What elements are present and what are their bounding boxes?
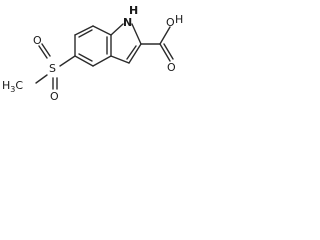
bond [92, 25, 112, 36]
methylsulfonyl-group [35, 43, 76, 90]
nitrogen-label: N [123, 16, 132, 29]
bond [74, 55, 94, 67]
bond [110, 55, 130, 64]
double-bond [163, 43, 174, 60]
sulfur-label: S [49, 62, 56, 75]
carboxyl-hydrogen-label: H [175, 13, 183, 26]
carbonyl-oxygen-label: O [167, 61, 176, 74]
sulfonyl-oxygen-left-label: O [33, 34, 42, 47]
sulfonyl-oxygen-bottom-label: O [50, 90, 59, 103]
bond [35, 74, 48, 84]
bond [159, 43, 171, 62]
double-bond [41, 43, 51, 57]
bond [159, 26, 171, 45]
double-bond-inner [126, 45, 137, 60]
bond [92, 55, 112, 67]
bond [110, 23, 124, 36]
double-bond-inner [78, 53, 93, 62]
methyl-label: H3C [2, 79, 23, 94]
methyl-hydrogen-label: H [2, 79, 10, 92]
bond [59, 55, 76, 67]
benzene-ring [74, 25, 112, 67]
carboxylic-acid-group [140, 26, 174, 62]
chemical-structure-diagram: N H O H O S O O H3C [2, 4, 183, 103]
nitrogen-hydrogen-label: H [129, 4, 138, 17]
pyrrole-ring [110, 23, 142, 64]
bond [38, 45, 48, 59]
bond [131, 23, 142, 45]
bond [74, 25, 94, 36]
methyl-carbon-label: C [15, 79, 23, 92]
bond [128, 43, 142, 64]
methyl-count-subscript: 3 [10, 85, 15, 94]
double-bond-inner [78, 29, 93, 38]
carboxyl-oxygen-label: O [166, 16, 175, 29]
